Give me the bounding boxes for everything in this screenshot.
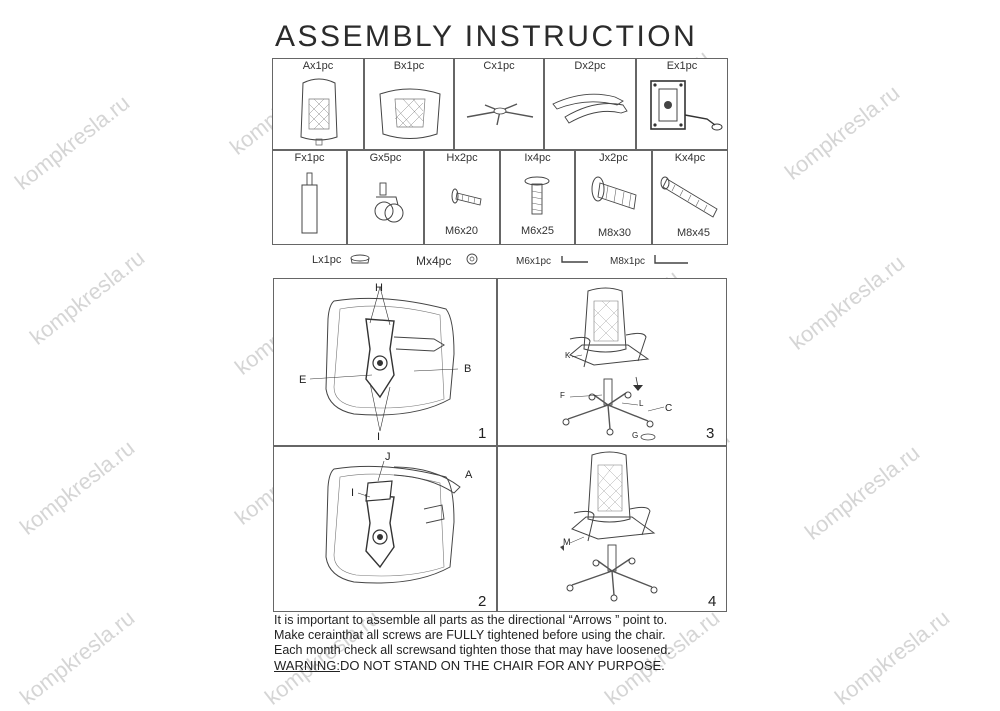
callout-k: K bbox=[565, 351, 571, 360]
part-label: Bx1pc bbox=[393, 60, 425, 72]
callout-i: I bbox=[377, 431, 381, 443]
bolt-icon bbox=[660, 176, 718, 218]
part-label: Gx5pc bbox=[369, 152, 402, 164]
part-e-cell: Ex1pc bbox=[636, 58, 728, 150]
step-number: 1 bbox=[478, 425, 487, 442]
callout-g: G bbox=[632, 431, 639, 440]
size-label: M6x25 bbox=[521, 225, 555, 237]
note-line: Make cerainthat all screws are FULLY tig… bbox=[274, 628, 666, 642]
watermark: kompkresla.ru bbox=[15, 604, 140, 710]
page-title: ASSEMBLY INSTRUCTION bbox=[275, 20, 698, 53]
callout-h: H bbox=[375, 282, 383, 294]
callout-f: F bbox=[560, 391, 565, 400]
washer-icon bbox=[466, 253, 478, 265]
step-number: 2 bbox=[478, 593, 487, 610]
part-m-label: Mx4pc bbox=[416, 254, 452, 268]
armrest-icon bbox=[552, 93, 628, 124]
part-label: Ax1pc bbox=[302, 60, 334, 72]
part-a-cell: Ax1pc bbox=[272, 58, 364, 150]
watermark: kompkresla.ru bbox=[800, 439, 925, 545]
screw-icon bbox=[524, 176, 550, 215]
part-i-cell: Ix4pc M6x25 bbox=[500, 150, 575, 245]
part-l-label: Lx1pc bbox=[312, 254, 342, 266]
part-label: Kx4pc bbox=[674, 152, 706, 164]
star-base-icon bbox=[466, 103, 534, 126]
step-number: 3 bbox=[706, 425, 715, 442]
gas-lift-icon bbox=[301, 172, 318, 234]
backrest-icon bbox=[300, 78, 338, 146]
callout-i: I bbox=[351, 487, 355, 499]
part-k-cell: Kx4pc M8x45 bbox=[652, 150, 728, 245]
warning-line: WARNING:DO NOT STAND ON THE CHAIR FOR AN… bbox=[274, 658, 734, 673]
watermark: kompkresla.ru bbox=[780, 79, 905, 185]
part-label: Jx2pc bbox=[599, 152, 628, 164]
step-2-illustration bbox=[325, 460, 461, 584]
warning-label: WARNING: bbox=[274, 658, 340, 673]
callout-b: B bbox=[464, 363, 472, 375]
allen-key-icon bbox=[654, 255, 688, 264]
step-4-panel: M 4 bbox=[497, 446, 727, 612]
part-c-cell: Cx1pc bbox=[454, 58, 544, 150]
part-o-label: M8x1pc bbox=[610, 256, 646, 267]
size-label: M8x30 bbox=[598, 227, 632, 239]
note-line: It is important to assemble all parts as… bbox=[274, 613, 668, 627]
watermark: kompkresla.ru bbox=[15, 434, 140, 540]
mechanism-icon bbox=[650, 80, 723, 131]
part-j-cell: Jx2pc M8x30 bbox=[575, 150, 652, 245]
part-n-label: M6x1pc bbox=[516, 256, 552, 267]
watermark: kompkresla.ru bbox=[10, 89, 135, 195]
step-4-illustration bbox=[560, 451, 658, 602]
callout-e: E bbox=[299, 374, 307, 386]
step-3-illustration bbox=[562, 287, 665, 441]
step-1-illustration bbox=[309, 286, 459, 432]
part-label: Cx1pc bbox=[483, 60, 515, 72]
watermark: kompkresla.ru bbox=[785, 249, 910, 355]
caster-icon bbox=[374, 182, 404, 223]
part-d-cell: Dx2pc bbox=[544, 58, 636, 150]
step-1-panel: H E B I 1 bbox=[273, 278, 497, 446]
seat-icon bbox=[379, 88, 441, 139]
cap-icon bbox=[350, 254, 370, 264]
part-label: Dx2pc bbox=[574, 60, 606, 72]
size-label: M6x20 bbox=[445, 225, 479, 237]
callout-m: M bbox=[563, 537, 571, 547]
watermark: kompkresla.ru bbox=[25, 244, 150, 350]
step-2-panel: J A I 2 bbox=[273, 446, 497, 612]
note-line: Each month check all screwsand tighten t… bbox=[274, 643, 671, 657]
size-label: M8x45 bbox=[677, 227, 711, 239]
part-label: Ex1pc bbox=[666, 60, 698, 72]
callout-j: J bbox=[385, 451, 391, 463]
part-h-cell: Hx2pc M6x20 bbox=[424, 150, 500, 245]
part-label: Ix4pc bbox=[524, 152, 551, 164]
part-b-cell: Bx1pc bbox=[364, 58, 454, 150]
screw-icon bbox=[451, 188, 482, 206]
callout-a: A bbox=[465, 469, 473, 481]
part-label: Hx2pc bbox=[446, 152, 478, 164]
watermark: kompkresla.ru bbox=[830, 604, 955, 710]
part-g-cell: Gx5pc bbox=[347, 150, 424, 245]
part-f-cell: Fx1pc bbox=[272, 150, 347, 245]
callout-c: C bbox=[665, 403, 673, 414]
step-3-panel: K F L C G 3 bbox=[497, 278, 727, 446]
screw-icon bbox=[591, 176, 637, 210]
step-number: 4 bbox=[708, 593, 717, 610]
callout-l: L bbox=[639, 399, 644, 408]
instruction-notes: It is important to assemble all parts as… bbox=[274, 613, 734, 673]
warning-text: DO NOT STAND ON THE CHAIR FOR ANY PURPOS… bbox=[339, 658, 665, 673]
allen-key-icon bbox=[561, 256, 588, 263]
part-label: Fx1pc bbox=[294, 152, 325, 164]
